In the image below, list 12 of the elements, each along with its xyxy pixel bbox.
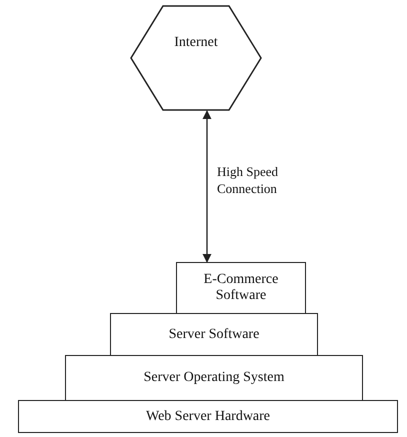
edge-label: High Speed Connection [217,162,280,198]
node-text: Web Server Hardware [146,408,270,424]
node-text: Server Software [168,326,260,342]
node-text: Internet [174,35,218,51]
node-text: E-Commerce Software [202,272,280,304]
layer-box [110,313,318,356]
node-text: Server Operating System [144,370,284,386]
layer-box [176,262,306,314]
hexagon-node [130,5,262,111]
double-arrow [202,110,212,263]
layer-box [65,355,363,401]
layer-box [18,400,398,433]
